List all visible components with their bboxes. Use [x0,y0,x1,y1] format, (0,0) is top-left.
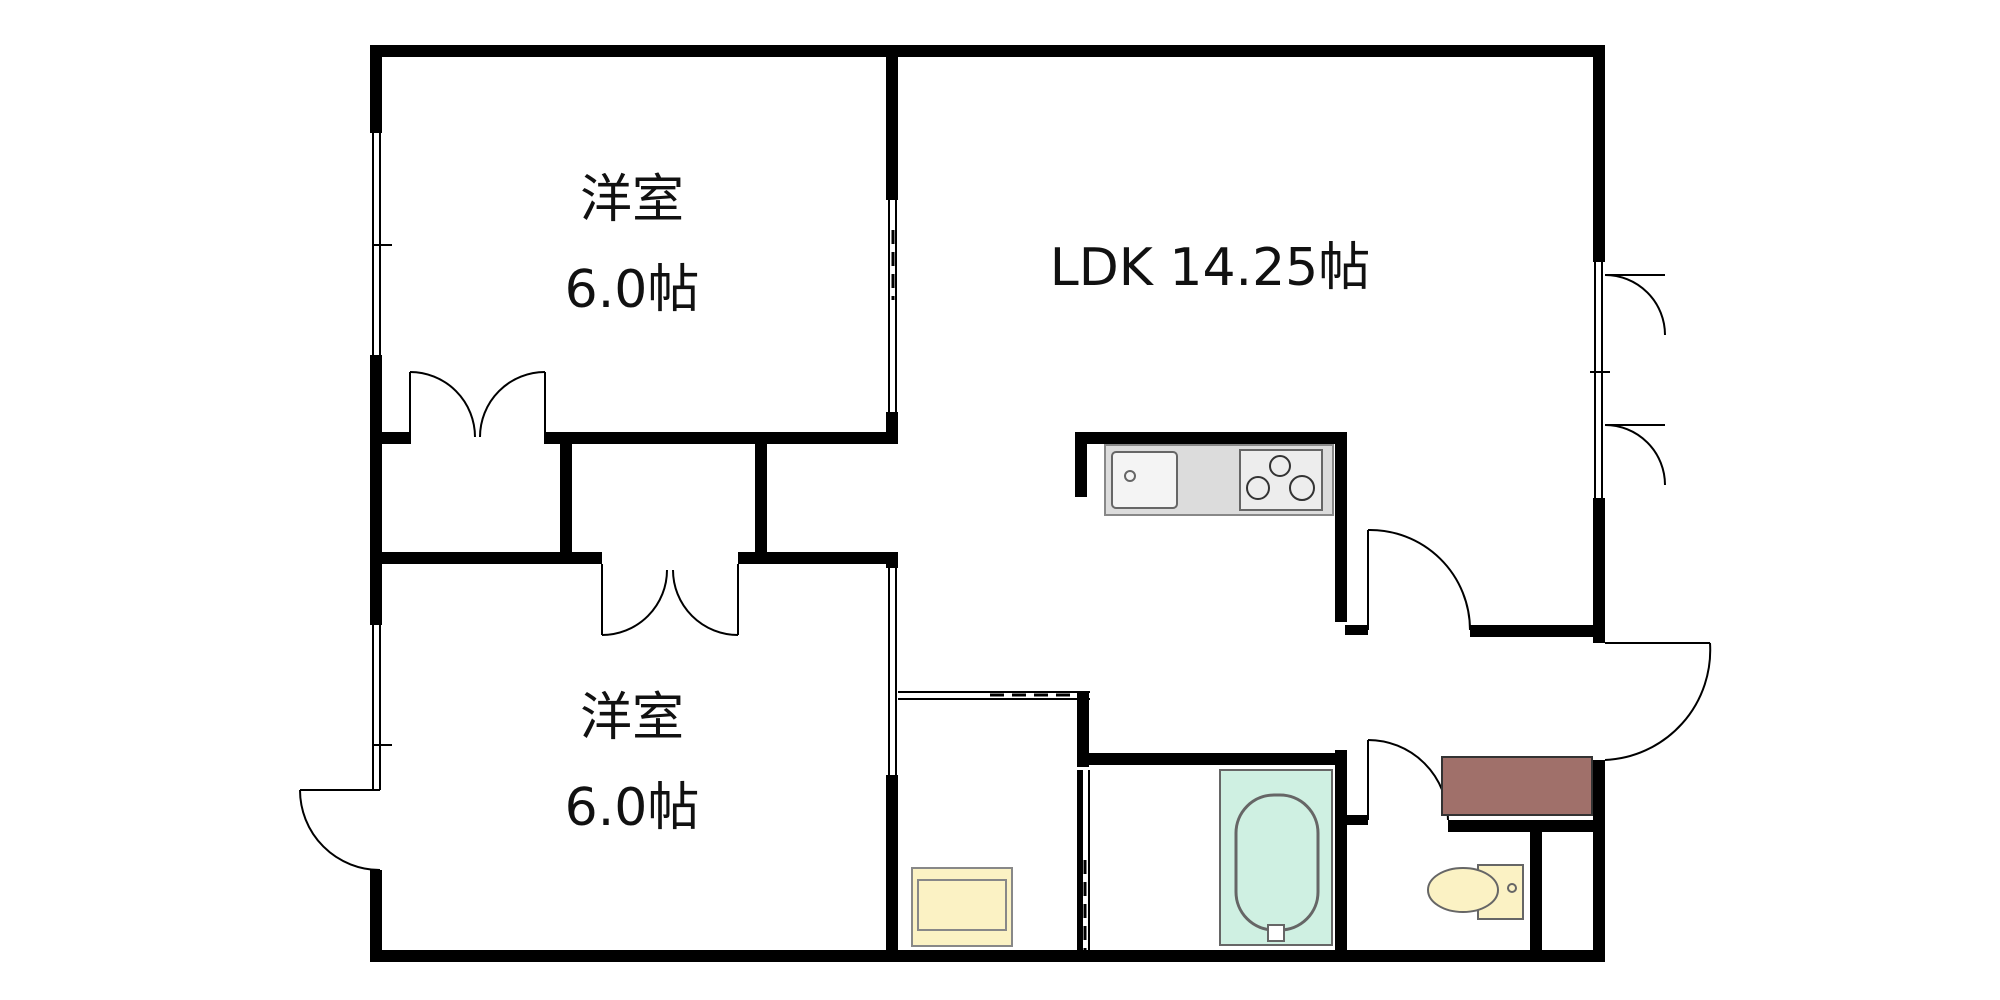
bathtub-icon [1219,769,1333,946]
lower-bedroom-size: 6.0帖 [565,778,700,838]
upper-bedroom-name: 洋室 [580,170,684,230]
walls [370,45,1605,962]
sliding-door-dashes [891,230,1087,950]
toilet-icon [1427,864,1524,920]
windows [372,133,1610,950]
shoe-cabinet [1441,756,1593,816]
ldk-label: LDK 14.25帖 [1050,238,1371,298]
door-swings [299,274,1712,871]
sink-icon [1111,451,1178,509]
kitchen-counter [1104,444,1334,516]
upper-bedroom-size: 6.0帖 [565,260,700,320]
stove-icon [1239,449,1323,511]
lower-bedroom-name: 洋室 [580,688,684,748]
washing-machine-icon [911,867,1013,947]
